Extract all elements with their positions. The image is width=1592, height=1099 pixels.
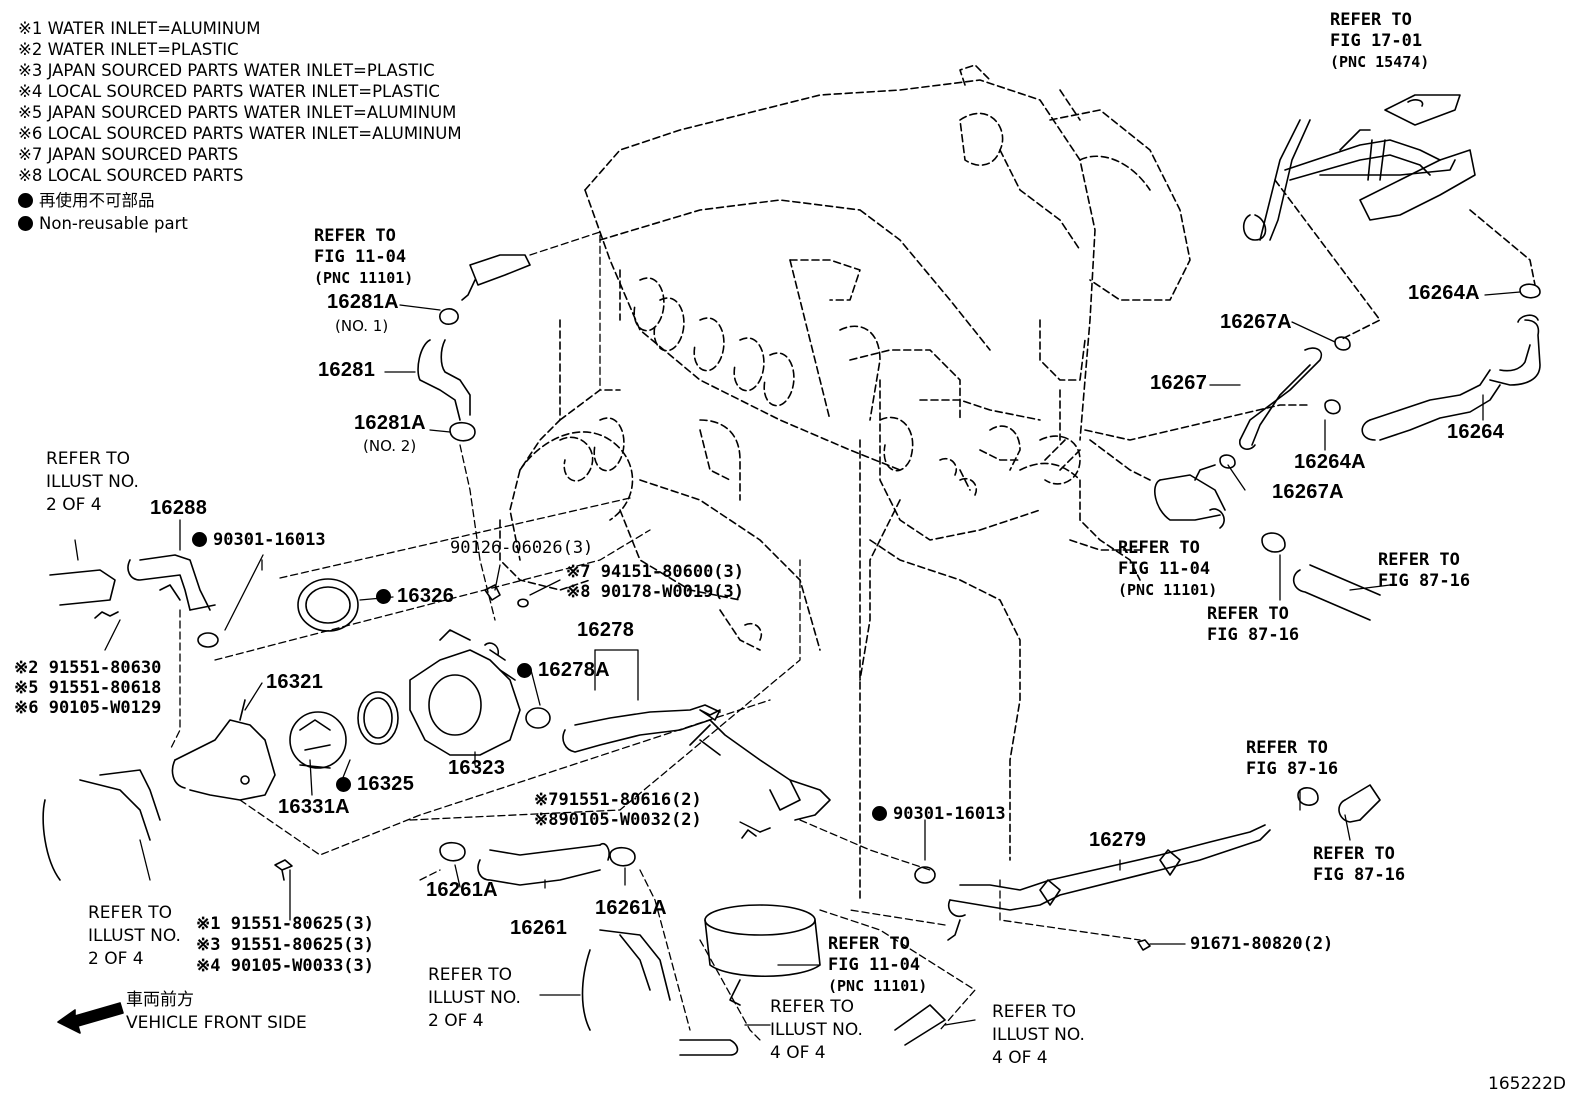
bypass-hose	[704, 904, 821, 1006]
legend-nonreusable-jp: 再使用不可部品	[18, 190, 462, 211]
vehicle-front-en: VEHICLE FRONT SIDE	[126, 1013, 307, 1033]
part-16325[interactable]: 16325	[336, 774, 414, 795]
non-reusable-dot-icon	[18, 193, 33, 208]
part-90126-06026[interactable]: 90126-06026(3)	[450, 538, 594, 558]
pipe-16278	[562, 704, 831, 821]
hose-16264	[1361, 314, 1541, 441]
clamps-right	[1219, 283, 1541, 806]
part-91671-80820[interactable]: 91671-80820(2)	[1190, 934, 1334, 954]
thermostat-16331A	[289, 711, 347, 769]
hose-16281	[417, 254, 531, 442]
legend-nonreusable-en: Non-reusable part	[18, 213, 462, 234]
part-16267A-b[interactable]: 16267A	[1272, 481, 1344, 503]
part-16323[interactable]: 16323	[448, 757, 506, 779]
part-16278A[interactable]: 16278A	[517, 660, 610, 681]
legend-note-4: ※4 LOCAL SOURCED PARTS WATER INLET=PLAST…	[18, 82, 440, 101]
part-16281A-no1[interactable]: 16281A	[327, 291, 399, 313]
part-90301-16013-a[interactable]: 90301-16013	[192, 530, 326, 551]
housing-16323	[409, 629, 521, 756]
part-16288[interactable]: 16288	[150, 497, 208, 519]
part-16281[interactable]: 16281	[318, 359, 376, 381]
legend-note-3: ※3 JAPAN SOURCED PARTS WATER INLET=PLAST…	[18, 61, 435, 80]
part-16264A-a[interactable]: 16264A	[1408, 282, 1480, 304]
legend: ※1 WATER INLET=ALUMINUM ※2 WATER INLET=P…	[18, 18, 462, 234]
non-reusable-dot-icon	[376, 589, 391, 604]
part-16281A-no1-sub: (NO. 1)	[335, 317, 389, 335]
legend-note-6: ※6 LOCAL SOURCED PARTS WATER INLET=ALUMI…	[18, 124, 462, 143]
engine-block-outline	[499, 64, 1191, 901]
part-16279[interactable]: 16279	[1089, 829, 1147, 851]
vehicle-front-jp: 車両前方	[126, 990, 194, 1010]
part-16321[interactable]: 16321	[266, 671, 324, 693]
part-16264A-b[interactable]: 16264A	[1294, 451, 1366, 473]
non-reusable-dot-icon	[336, 777, 351, 792]
figure-code: 165222D	[1488, 1074, 1566, 1094]
bolt-group-b[interactable]: ※791551-80616(2)※890105-W0032(2)	[534, 790, 702, 830]
fuel-tube-assembly	[1242, 94, 1476, 241]
legend-note-7: ※7 JAPAN SOURCED PARTS	[18, 145, 239, 164]
non-reusable-dot-icon	[192, 532, 207, 547]
non-reusable-dot-icon	[517, 663, 532, 678]
part-16278[interactable]: 16278	[577, 619, 635, 641]
part-16331A[interactable]: 16331A	[278, 796, 350, 818]
part-16281A-no2-sub: (NO. 2)	[363, 437, 417, 455]
part-16267[interactable]: 16267	[1150, 372, 1208, 394]
part-16261A-b[interactable]: 16261A	[595, 897, 667, 919]
legend-note-8: ※8 LOCAL SOURCED PARTS	[18, 166, 244, 185]
gaskets	[297, 578, 936, 884]
hose-16261	[439, 841, 636, 886]
part-16261[interactable]: 16261	[510, 917, 568, 939]
pipe-16288	[127, 554, 219, 648]
pipe-16279	[947, 824, 1271, 941]
nut-group[interactable]: ※7 94151-80600(3)※8 90178-W0019(3)	[566, 562, 745, 602]
bolt-group-a[interactable]: ※2 91551-80630※5 91551-80618※6 90105-W01…	[14, 658, 162, 718]
part-90301-16013-b[interactable]: 90301-16013	[872, 804, 1006, 825]
part-16264[interactable]: 16264	[1447, 421, 1505, 443]
non-reusable-dot-icon	[18, 216, 33, 231]
bolt-group-c[interactable]: ※1 91551-80625(3)※3 91551-80625(3)※4 901…	[196, 914, 375, 976]
part-16281A-no2[interactable]: 16281A	[354, 412, 426, 434]
legend-note-2: ※2 WATER INLET=PLASTIC	[18, 40, 239, 59]
part-16261A-a[interactable]: 16261A	[426, 879, 498, 901]
part-16267A-a[interactable]: 16267A	[1220, 311, 1292, 333]
part-16326[interactable]: 16326	[376, 586, 454, 607]
legend-note-5: ※5 JAPAN SOURCED PARTS WATER INLET=ALUMI…	[18, 103, 457, 122]
legend-note-1: ※1 WATER INLET=ALUMINUM	[18, 19, 261, 38]
water-inlet-16321	[171, 699, 276, 801]
non-reusable-dot-icon	[872, 806, 887, 821]
hose-16267	[1239, 347, 1323, 450]
water-outlet-fitting	[1154, 464, 1226, 529]
